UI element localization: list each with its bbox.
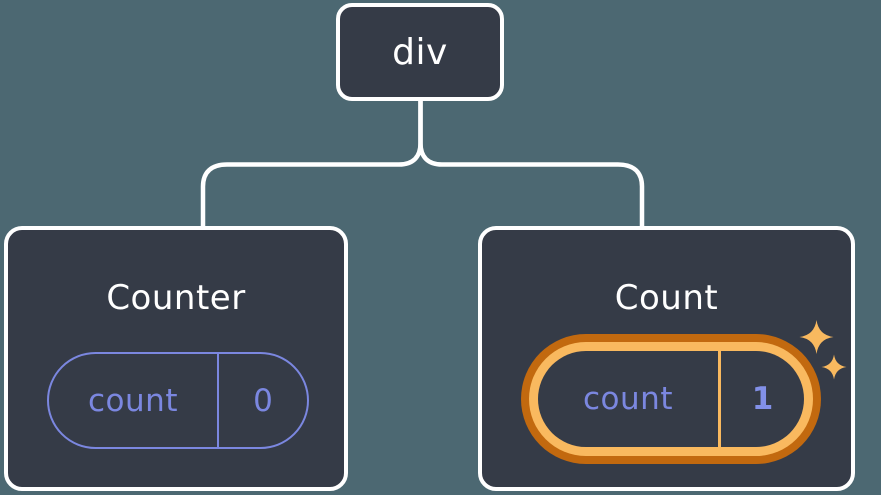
component-title: Count (614, 278, 719, 318)
state-value-label: 1 (751, 381, 774, 417)
component-card-count: Count count 1 (478, 226, 855, 491)
state-pill-highlighted: count 1 (521, 334, 821, 464)
state-key-label: count (583, 381, 673, 417)
state-key-segment: count (49, 354, 217, 447)
state-pill-divider (718, 351, 721, 447)
root-node-label: div (392, 31, 448, 73)
state-pill-highlight-ring: count 1 (529, 342, 813, 456)
state-value-label: 0 (253, 382, 273, 419)
state-pill-divider (217, 354, 219, 447)
state-pill: count 0 (47, 352, 309, 449)
state-key-label: count (88, 382, 178, 419)
state-key-segment: count (538, 351, 718, 447)
sparkle-icon-small (821, 354, 847, 380)
sparkles-group (799, 320, 847, 380)
sparkle-icon (799, 320, 834, 354)
state-value-segment: 1 (721, 351, 804, 447)
state-pill-highlight-body: count 1 (538, 351, 804, 447)
component-card-counter: Counter count 0 (4, 226, 348, 491)
state-value-segment: 0 (219, 354, 307, 447)
root-node-card: div (336, 3, 504, 101)
component-title: Counter (106, 278, 246, 318)
